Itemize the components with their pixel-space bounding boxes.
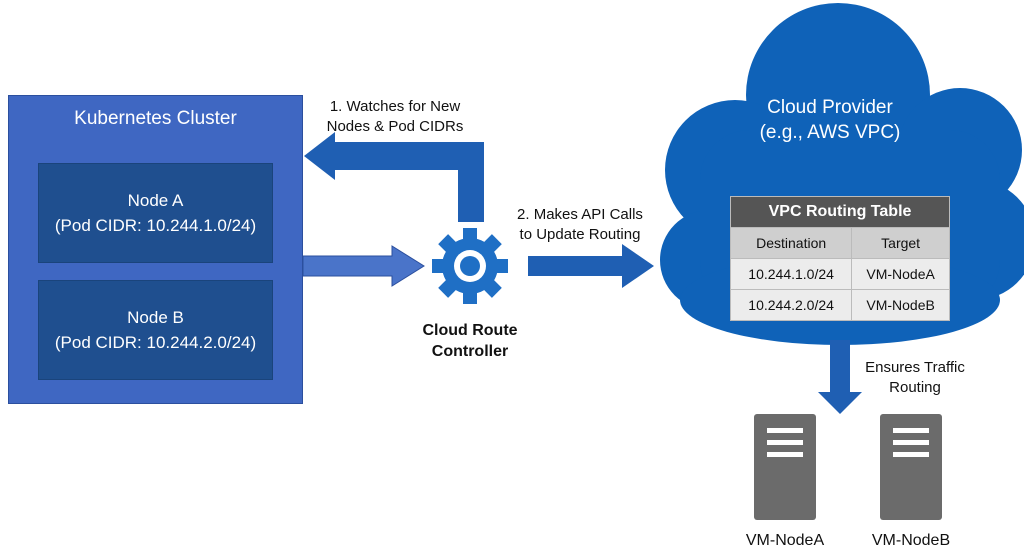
node-b-name: Node B [127,308,184,327]
controller-label: Cloud Route Controller [400,320,540,362]
vpc-routing-table: VPC Routing Table Destination Target 10.… [729,196,950,321]
server-icon-a [754,414,816,520]
vm-node-b-label: VM-NodeB [871,532,951,549]
vm-node-a-label: VM-NodeA [745,532,825,549]
watch-arrow-head [304,132,335,180]
step2-note: 2. Makes API Calls to Update Routing [505,205,655,245]
cluster-to-controller-arrow [302,245,425,287]
node-a-box: Node A (Pod CIDR: 10.244.1.0/24) [38,163,273,263]
row2-destination: 10.244.2.0/24 [729,289,853,321]
row1-destination: 10.244.1.0/24 [729,258,853,290]
step1-line2: Nodes & Pod CIDRs [326,118,464,135]
cloud-title: Cloud Provider (e.g., AWS VPC) [700,95,960,145]
server-icon-b [880,414,942,520]
header-destination: Destination [729,227,853,259]
step2-line1: 2. Makes API Calls [517,206,643,223]
controller-label-line1: Cloud Route [422,322,518,339]
traffic-arrow [818,340,862,414]
step2-line2: to Update Routing [519,226,641,243]
watch-arrow-shaft [335,142,484,222]
node-b-cidr: (Pod CIDR: 10.244.2.0/24) [54,333,257,352]
traffic-line1: Ensures Traffic [865,359,965,376]
row2-target: VM-NodeB [851,289,950,321]
table-row: 10.244.2.0/24 VM-NodeB [729,289,950,321]
cloud-title-line1: Cloud Provider [767,97,893,118]
table-caption: VPC Routing Table [730,196,950,228]
table-row: 10.244.1.0/24 VM-NodeA [729,258,950,290]
controller-to-cloud-arrow [528,244,654,288]
step1-line1: 1. Watches for New [329,98,461,115]
node-a-name: Node A [127,191,184,210]
traffic-line2: Routing [889,379,941,396]
step1-note: 1. Watches for New Nodes & Pod CIDRs [310,97,480,137]
cluster-title: Kubernetes Cluster [74,108,237,129]
controller-label-line2: Controller [431,343,509,360]
header-target: Target [851,227,950,259]
node-a-cidr: (Pod CIDR: 10.244.1.0/24) [54,216,257,235]
node-b-box: Node B (Pod CIDR: 10.244.2.0/24) [38,280,273,380]
row1-target: VM-NodeA [851,258,950,290]
traffic-note: Ensures Traffic Routing [855,358,975,398]
cloud-title-line2: (e.g., AWS VPC) [759,122,901,143]
gear-icon [432,228,508,304]
